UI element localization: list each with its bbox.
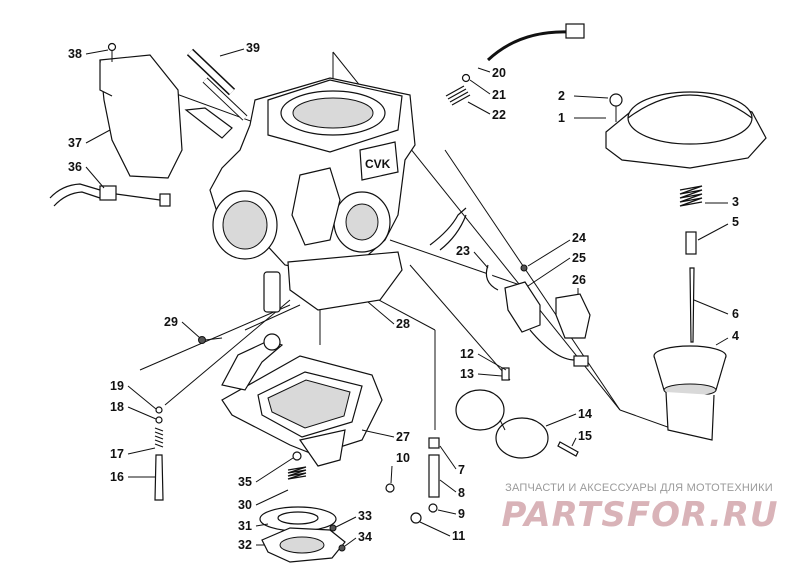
callout-15: 15 xyxy=(578,429,592,443)
callout-5: 5 xyxy=(732,215,739,229)
cable-assembly xyxy=(445,23,585,106)
top-cover xyxy=(49,42,236,207)
callout-33: 33 xyxy=(358,509,372,523)
diaphragm-cover xyxy=(605,91,767,169)
callout-22: 22 xyxy=(492,108,506,122)
callout-3: 3 xyxy=(732,195,739,209)
callout-14: 14 xyxy=(578,407,592,421)
callout-29: 29 xyxy=(164,315,178,329)
callout-36: 36 xyxy=(68,160,82,174)
callout-8: 8 xyxy=(458,486,465,500)
callout-21: 21 xyxy=(492,88,506,102)
drain-assembly xyxy=(259,451,346,563)
carburetor-body: CVK xyxy=(184,77,467,313)
watermark-tagline: ЗАПЧАСТИ И АКСЕССУАРЫ ДЛЯ МОТОТЕХНИКИ xyxy=(505,482,773,494)
callout-30: 30 xyxy=(238,498,252,512)
callout-38: 38 xyxy=(68,47,82,61)
float-parts xyxy=(455,367,579,459)
callout-27: 27 xyxy=(396,430,410,444)
callout-13: 13 xyxy=(460,367,474,381)
float-bowl xyxy=(221,355,383,467)
callout-7: 7 xyxy=(458,463,465,477)
callout-24: 24 xyxy=(572,231,586,245)
callout-39: 39 xyxy=(246,41,260,55)
callout-37: 37 xyxy=(68,136,82,150)
callout-labels: 1 2 3 4 5 6 7 8 9 10 11 12 13 14 15 16 1… xyxy=(68,41,739,552)
callout-6: 6 xyxy=(732,307,739,321)
callout-2: 2 xyxy=(558,89,565,103)
callout-32: 32 xyxy=(238,538,252,552)
callout-16: 16 xyxy=(110,470,124,484)
callout-12: 12 xyxy=(460,347,474,361)
carb-body-label: CVK xyxy=(365,157,391,171)
callout-34: 34 xyxy=(358,530,372,544)
callout-31: 31 xyxy=(238,519,252,533)
callout-11: 11 xyxy=(452,529,465,543)
float-lever xyxy=(198,333,284,391)
callout-1: 1 xyxy=(558,111,565,125)
jets xyxy=(385,437,440,524)
callout-23: 23 xyxy=(456,244,470,258)
callout-18: 18 xyxy=(110,400,124,414)
callout-20: 20 xyxy=(492,66,506,80)
callout-25: 25 xyxy=(572,251,586,265)
choke-assembly xyxy=(485,264,591,367)
callout-17: 17 xyxy=(110,447,124,461)
callout-9: 9 xyxy=(458,507,465,521)
callout-35: 35 xyxy=(238,475,252,489)
callout-10: 10 xyxy=(396,451,410,465)
callout-4: 4 xyxy=(732,329,739,343)
callout-19: 19 xyxy=(110,379,124,393)
callout-28: 28 xyxy=(396,317,410,331)
callout-26: 26 xyxy=(572,273,586,287)
watermark-logo: PARTSFOR.RU xyxy=(501,495,779,535)
pilot-screw xyxy=(154,406,164,501)
slide-assembly xyxy=(653,185,727,441)
